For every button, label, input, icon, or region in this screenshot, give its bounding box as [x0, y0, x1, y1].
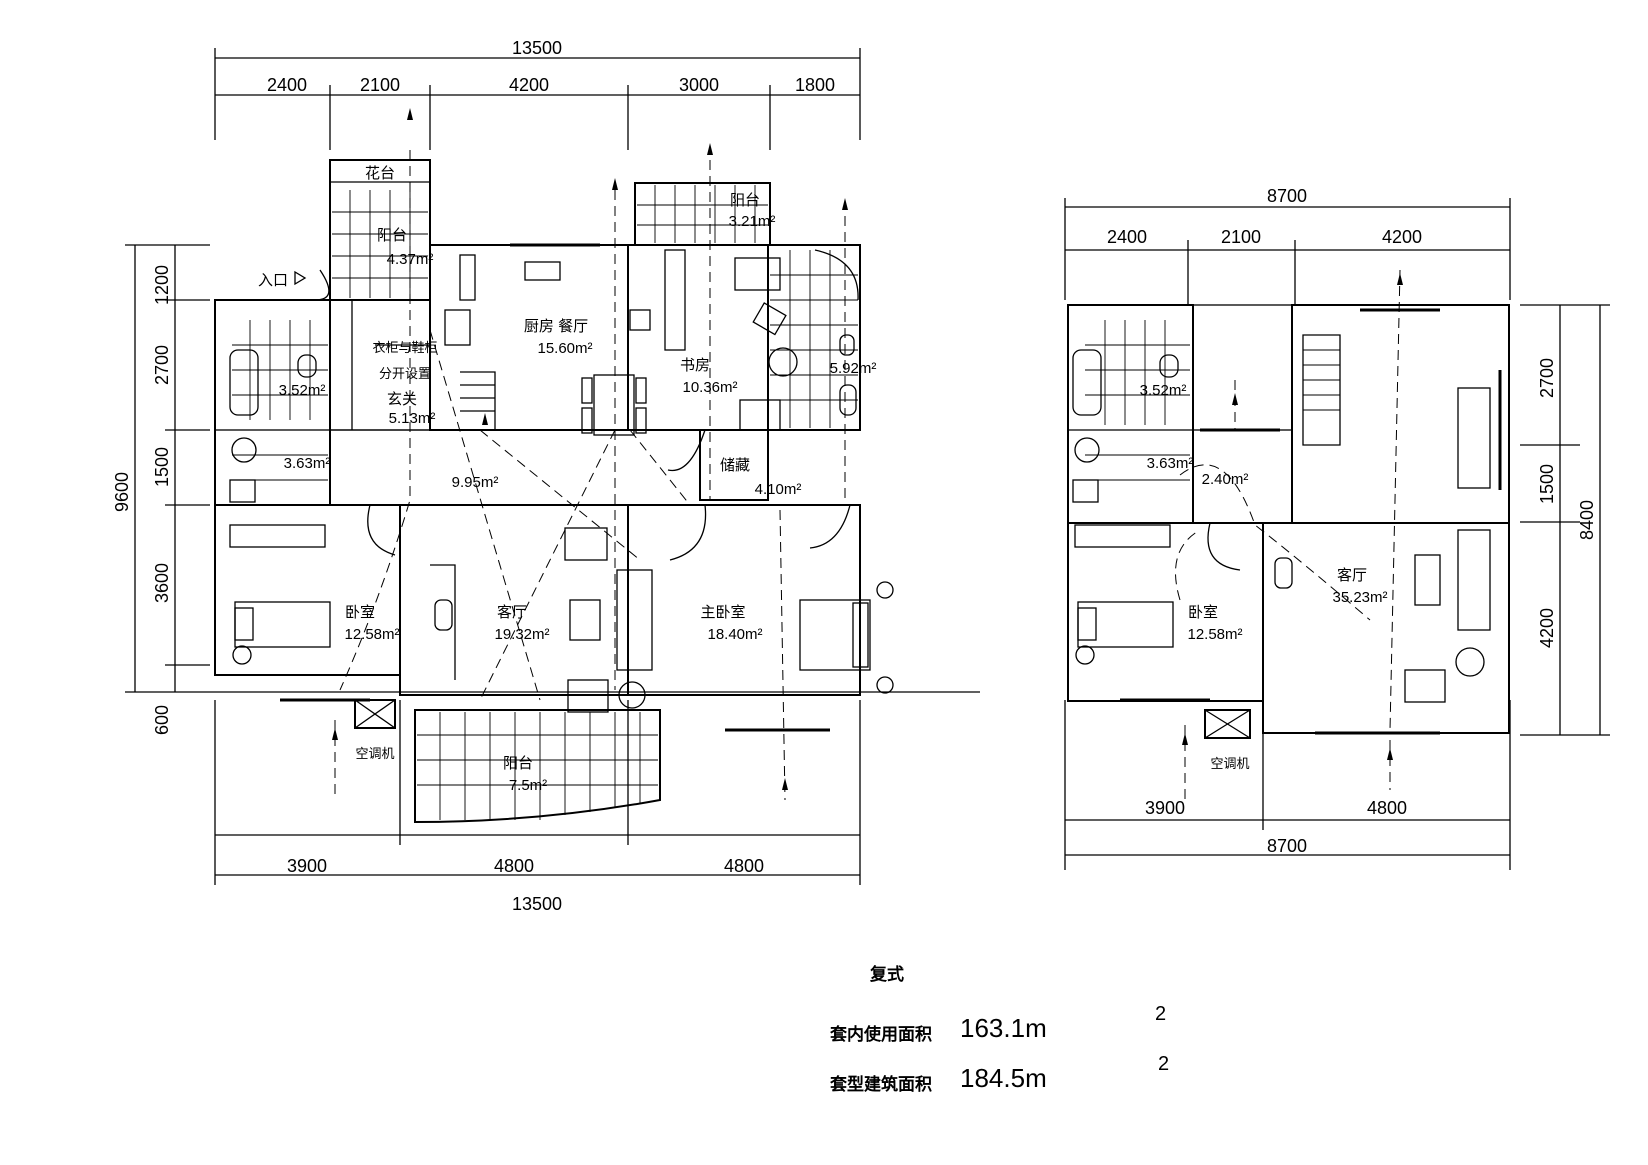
left-dim-top-4: 1800 — [795, 75, 835, 95]
summary-row2-label: 套型建筑面积 — [830, 1075, 932, 1095]
left-dim-top-0: 2400 — [267, 75, 307, 95]
left-dim-left-total: 9600 — [112, 472, 132, 512]
foyer-area: 5.13m² — [389, 410, 436, 427]
right-total-width-bottom: 8700 — [1267, 836, 1307, 856]
balcony-3-area: 7.5m² — [509, 777, 547, 794]
left-dim-top-3: 3000 — [679, 75, 719, 95]
entrance-label: 入口 — [258, 272, 288, 289]
storage-name: 储藏 — [720, 457, 750, 474]
kitchen-area: 15.60m² — [537, 340, 592, 357]
cabinet-note-line1: 衣柜与鞋柜 — [372, 340, 437, 355]
summary-row2-sup: 2 — [1158, 1053, 1170, 1075]
balcony-1-area: 4.37m² — [387, 251, 434, 268]
left-dim-left-1: 2700 — [152, 345, 172, 385]
summary-row2-value: 184.5m — [960, 1063, 1047, 1093]
cabinet-note-line2: 分开设置 — [379, 366, 431, 381]
right-bath-area: 3.52m² — [1140, 382, 1187, 399]
storage-area: 4.10m² — [755, 481, 802, 498]
ac-label-left: 空调机 — [355, 746, 394, 761]
right-dim-bottom-0: 3900 — [1145, 798, 1185, 818]
summary-row1-sup: 2 — [1155, 1003, 1167, 1025]
hall-area: 9.95m² — [452, 474, 499, 491]
right-bedroom-area: 12.58m² — [1187, 626, 1242, 643]
right-hall-area: 2.40m² — [1202, 471, 1249, 488]
right-dim-top-0: 2400 — [1107, 227, 1147, 247]
right-total-width-top: 8700 — [1267, 186, 1307, 206]
foyer-name: 玄关 — [387, 391, 417, 408]
wc-left-area: 3.63m² — [284, 455, 331, 472]
summary-row1-label: 套内使用面积 — [830, 1025, 932, 1045]
balcony-2-name: 阳台 — [730, 192, 760, 209]
left-dim-left-0: 1200 — [152, 265, 172, 305]
balcony-2-area: 3.21m² — [729, 213, 776, 230]
right-dim-bottom-1: 4800 — [1367, 798, 1407, 818]
living-area: 19.32m² — [494, 626, 549, 643]
master-area: 18.40m² — [707, 626, 762, 643]
summary-title: 复式 — [870, 965, 904, 985]
kitchen-name: 厨房 餐厅 — [524, 318, 588, 335]
left-dim-left-4: 600 — [152, 705, 172, 735]
right-wc-area: 3.63m² — [1147, 455, 1194, 472]
right-living-area: 35.23m² — [1332, 589, 1387, 606]
study-area: 10.36m² — [682, 379, 737, 396]
right-dim-right-total: 8400 — [1577, 500, 1597, 540]
right-dim-right-0: 2700 — [1537, 358, 1557, 398]
right-dim-top-1: 2100 — [1221, 227, 1261, 247]
left-total-width-bottom: 13500 — [512, 894, 562, 914]
left-dim-bottom-1: 4800 — [494, 856, 534, 876]
ac-label-right: 空调机 — [1210, 756, 1249, 771]
balcony-1-name: 阳台 — [377, 227, 407, 244]
living-name: 客厅 — [497, 604, 527, 621]
left-dim-bottom-2: 4800 — [724, 856, 764, 876]
right-dim-right-2: 4200 — [1537, 608, 1557, 648]
bedroom-area: 12.58m² — [344, 626, 399, 643]
study-name: 书房 — [680, 357, 710, 374]
left-total-width-top: 13500 — [512, 38, 562, 58]
left-dim-bottom-0: 3900 — [287, 856, 327, 876]
right-dim-top-2: 4200 — [1382, 227, 1422, 247]
left-dim-top-2: 4200 — [509, 75, 549, 95]
summary-row1-value: 163.1m — [960, 1013, 1047, 1043]
bedroom-name: 卧室 — [345, 604, 375, 621]
right-bedroom-name: 卧室 — [1188, 604, 1218, 621]
master-name: 主卧室 — [700, 604, 745, 621]
left-dim-top-1: 2100 — [360, 75, 400, 95]
balcony-3-name: 阳台 — [503, 755, 533, 772]
bath-left-area: 3.52m² — [279, 382, 326, 399]
right-dim-right-1: 1500 — [1537, 464, 1557, 504]
bath-top-area: 5.92m² — [830, 360, 877, 377]
flower-bed-label: 花台 — [365, 165, 395, 182]
right-living-name: 客厅 — [1337, 567, 1367, 584]
left-dim-left-2: 1500 — [152, 447, 172, 487]
left-dim-left-3: 3600 — [152, 563, 172, 603]
